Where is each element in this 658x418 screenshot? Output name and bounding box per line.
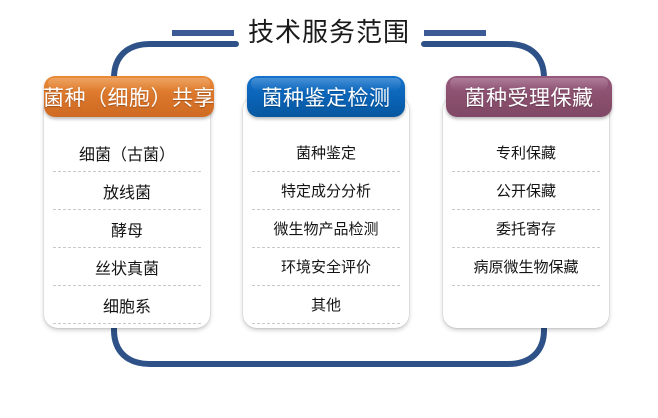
list-item[interactable]: 菌种鉴定 [252, 134, 400, 172]
list-item[interactable]: 放线菌 [53, 172, 201, 210]
service-card-2-header-label: 菌种鉴定检测 [261, 85, 391, 110]
list-item[interactable]: 丝状真菌 [53, 248, 201, 286]
service-card-3-header[interactable]: 菌种受理保藏 [446, 76, 612, 117]
list-item[interactable]: 病原微生物保藏 [452, 248, 600, 286]
service-card-2[interactable]: 菌种鉴定 特定成分分析 微生物产品检测 环境安全评价 其他 [243, 96, 409, 328]
service-card-1-header-label: 菌种（细胞）共享 [43, 85, 215, 110]
page-title: 技术服务范围 [247, 18, 410, 48]
list-item[interactable]: 专利保藏 [452, 134, 600, 172]
list-item[interactable]: 环境安全评价 [252, 248, 400, 286]
service-card-1-header[interactable]: 菌种（细胞）共享 [43, 76, 215, 117]
card-2-item-list: 菌种鉴定 特定成分分析 微生物产品检测 环境安全评价 其他 [243, 134, 409, 324]
title-rule-left [171, 30, 234, 36]
service-card-1[interactable]: 细菌（古菌） 放线菌 酵母 丝状真菌 细胞系 [44, 96, 210, 328]
title-rule-right [424, 30, 486, 36]
list-item[interactable]: 特定成分分析 [252, 172, 400, 210]
service-card-3[interactable]: 专利保藏 公开保藏 委托寄存 病原微生物保藏 [443, 96, 609, 328]
list-item[interactable]: 公开保藏 [452, 172, 600, 210]
list-item[interactable]: 微生物产品检测 [252, 210, 400, 248]
service-card-3-header-label: 菌种受理保藏 [464, 85, 594, 110]
card-1-item-list: 细菌（古菌） 放线菌 酵母 丝状真菌 细胞系 [44, 134, 210, 324]
list-item[interactable]: 其他 [252, 286, 400, 324]
list-item[interactable]: 委托寄存 [452, 210, 600, 248]
list-item[interactable]: 细胞系 [53, 286, 201, 324]
list-item[interactable]: 细菌（古菌） [53, 134, 201, 172]
card-3-item-list: 专利保藏 公开保藏 委托寄存 病原微生物保藏 [443, 134, 609, 286]
list-item[interactable]: 酵母 [53, 210, 201, 248]
page-title-row: 技术服务范围 [0, 13, 658, 53]
service-card-2-header[interactable]: 菌种鉴定检测 [247, 76, 405, 117]
